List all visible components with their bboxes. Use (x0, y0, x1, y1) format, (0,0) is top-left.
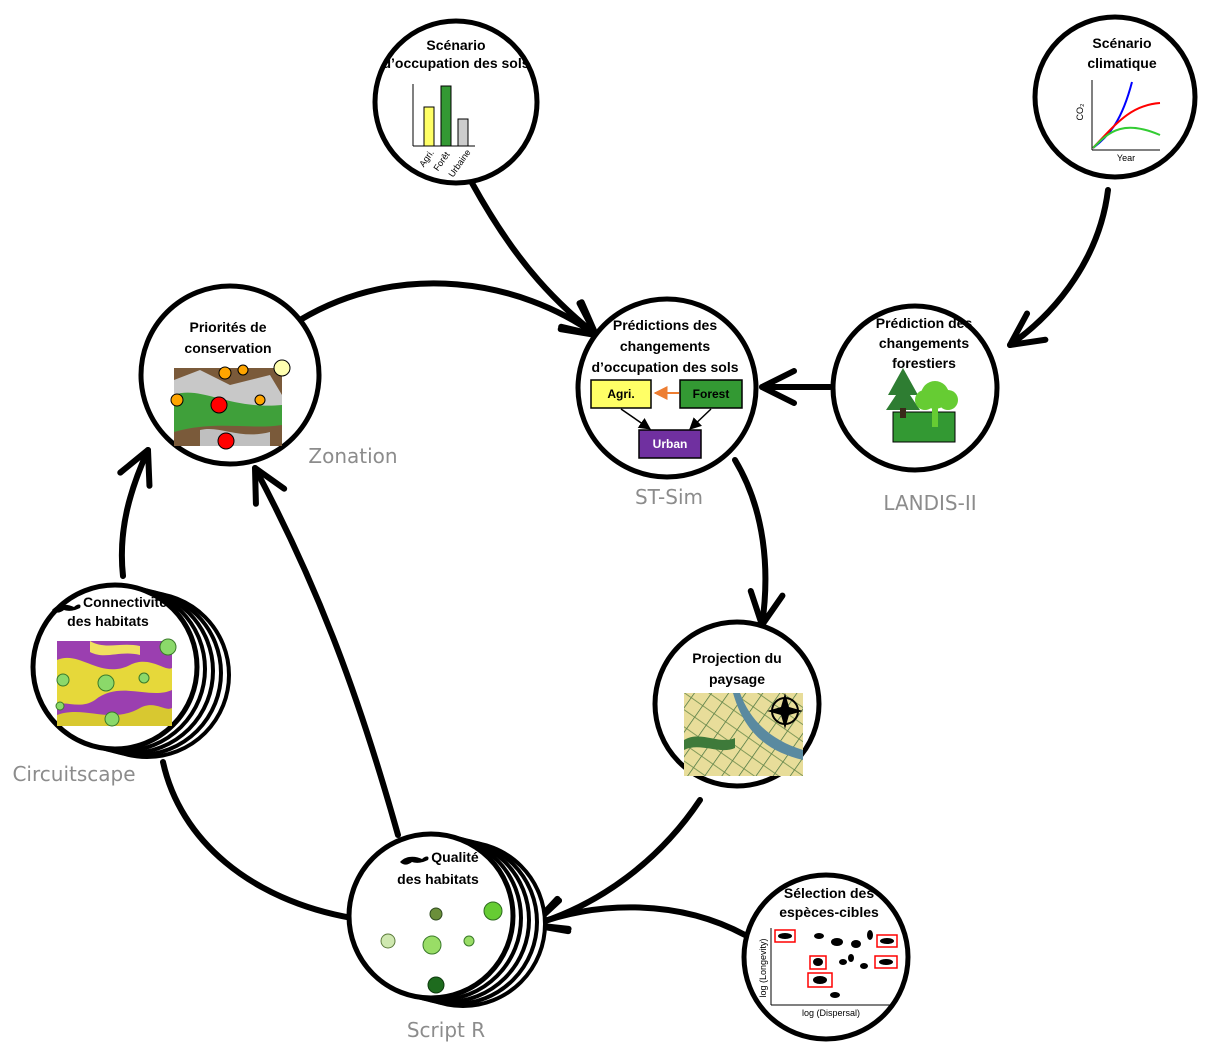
node-connectivity: Connectivité des habitats Circuitscape (12, 582, 231, 786)
connectivity-title-2: des habitats (67, 613, 149, 629)
arrow-climate-to-landis (1007, 187, 1111, 348)
climate-line-chart: CO₂ Year (1075, 80, 1161, 163)
selected-species-box (874, 955, 898, 969)
box-agri (590, 379, 652, 409)
habitat-node (159, 638, 177, 656)
priority-dot (273, 359, 291, 377)
land-use-scenario-title-1: Scénario (426, 37, 485, 53)
box-forest-label: Forest (693, 387, 730, 401)
selected-species-box (876, 934, 898, 948)
habitat-patch (427, 976, 445, 994)
tool-label-zonation: Zonation (308, 444, 397, 468)
priority-dot (254, 394, 266, 406)
arrow-circuitscape-to-conservation (117, 447, 153, 579)
box-urban (638, 429, 702, 459)
habitat-node (97, 674, 115, 692)
node-land-use-scenario: Scénario d’occupation des sols Agri. For… (372, 18, 540, 186)
arrow-conservation-to-predictions (297, 280, 599, 338)
box-urban-label: Urban (653, 437, 688, 451)
climate-title-2: climatique (1087, 55, 1156, 71)
box-forest (679, 379, 743, 409)
arrow-habitat-quality-to-circuitscape (160, 759, 355, 921)
habitat-quality-title-1: Qualité (431, 849, 479, 865)
predictions-title-1: Prédictions des (613, 317, 717, 333)
box-agri-label: Agri. (607, 387, 634, 401)
priority-dot (170, 393, 184, 407)
habitat-node (138, 672, 150, 684)
landscape-title-2: paysage (709, 671, 765, 687)
bar-urban (457, 118, 469, 147)
salamander-icon (400, 856, 429, 865)
climate-xlabel: Year (1117, 153, 1135, 163)
bar-agri (423, 106, 435, 147)
species-title-1: Sélection des (784, 885, 874, 901)
habitat-patch (483, 901, 503, 921)
connectors (117, 180, 1111, 938)
conservation-title-1: Priorités de (189, 319, 266, 335)
species-silhouettes (778, 930, 894, 998)
habitat-node (56, 673, 70, 687)
node-land-use-predictions: Prédictions des changements d’occupation… (575, 296, 759, 509)
selected-species-box (774, 929, 796, 943)
selected-species-box (807, 972, 833, 988)
tool-label-circuitscape: Circuitscape (12, 762, 135, 786)
land-use-scenario-title-2: d’occupation des sols (382, 55, 529, 71)
species-title-2: espèces-cibles (779, 904, 879, 920)
connectivity-map (55, 638, 177, 727)
climate-curve-green (1092, 126, 1161, 149)
priority-dot (237, 364, 249, 376)
habitat-quality-title-2: des habitats (397, 871, 479, 887)
climate-title-1: Scénario (1092, 35, 1151, 51)
forest-title-3: forestiers (892, 355, 956, 371)
tool-label-landis: LANDIS-II (883, 491, 976, 515)
priority-dot (210, 396, 228, 414)
predictions-title-3: d’occupation des sols (591, 359, 738, 375)
tool-label-script-r: Script R (407, 1018, 485, 1042)
arrow-habitat-quality-to-conservation (252, 465, 401, 838)
species-xlabel: log (Dispersal) (802, 1008, 860, 1018)
node-landscape: Projection du paysage (652, 619, 822, 789)
tool-label-stsim: ST-Sim (635, 485, 703, 509)
habitat-patch (463, 935, 475, 947)
selected-species-box (809, 955, 827, 970)
conservation-map (170, 359, 291, 450)
priority-dot (218, 366, 232, 380)
bar-forest (440, 85, 452, 147)
climate-ylabel: CO₂ (1075, 103, 1085, 121)
forest-icon (886, 368, 958, 443)
salamander-icon (52, 604, 81, 613)
arrow-species-to-habitat-quality (530, 895, 748, 938)
habitat-node (104, 711, 120, 727)
forest-title-2: changements (879, 335, 969, 351)
species-scatter: log (Longevity) log (Dispersal) (758, 928, 898, 1018)
arrow-landuse-scenario-to-predictions (469, 180, 599, 338)
habitat-patch (429, 907, 443, 921)
forest-title-1: Prédiction des (876, 315, 973, 331)
connectivity-title-1: Connectivité (83, 594, 167, 610)
predictions-title-2: changements (620, 338, 710, 354)
priority-dot (217, 432, 235, 450)
habitat-patch (422, 935, 442, 955)
habitat-patch (380, 933, 396, 949)
compass-icon (767, 693, 803, 729)
node-climate-scenario: Scénario climatique CO₂ Year (1032, 14, 1198, 180)
node-conservation: Priorités de conservation Zonation (138, 283, 398, 468)
conservation-title-2: conservation (184, 340, 271, 356)
arrow-predictions-to-landscape (732, 457, 786, 628)
node-habitat-quality: Qualité des habitats Script R (346, 831, 547, 1042)
landscape-title-1: Projection du (692, 650, 781, 666)
habitat-node (55, 701, 65, 711)
species-ylabel: log (Longevity) (758, 938, 768, 997)
node-species-selection: Sélection des espèces-cibles log (Longev… (741, 872, 911, 1042)
node-forest-predictions: Prédiction des changements forestiers LA… (830, 303, 1000, 515)
